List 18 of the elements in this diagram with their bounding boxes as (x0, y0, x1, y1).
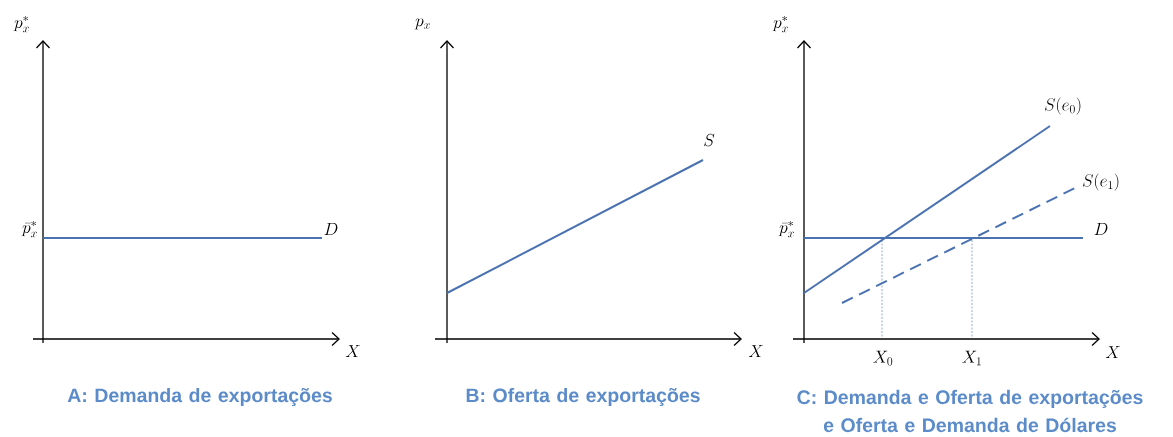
curve-label: $S(e_1)$ (1082, 173, 1119, 191)
axis-label: $X$ (1105, 346, 1120, 358)
axis-label: $X$ (748, 345, 763, 357)
curve-label: $S(e_0)$ (1044, 97, 1081, 115)
caption: A: Demanda de exportações (67, 387, 332, 407)
axis-label: $X$ (345, 345, 360, 357)
axis-label: $\bar{p}_x^*$ (778, 220, 794, 238)
curve-label: $S$ (704, 133, 715, 147)
curve-label: $D$ (324, 223, 338, 235)
axis-label: $X_1$ (962, 350, 981, 366)
axis-label: $\bar{p}_x^*$ (21, 220, 37, 238)
axis-label: $p_x^*$ (772, 15, 788, 33)
curve-label: $D$ (1094, 223, 1108, 235)
caption: B: Oferta de exportações (466, 387, 700, 407)
caption: C: Demanda e Oferta de exportações e Oferta e Demanda de Dólares (797, 389, 1143, 433)
axis-label: $X_0$ (873, 350, 893, 366)
axis-label: $p_x$ (414, 18, 430, 30)
axis-label: $p_x^*$ (13, 15, 29, 33)
